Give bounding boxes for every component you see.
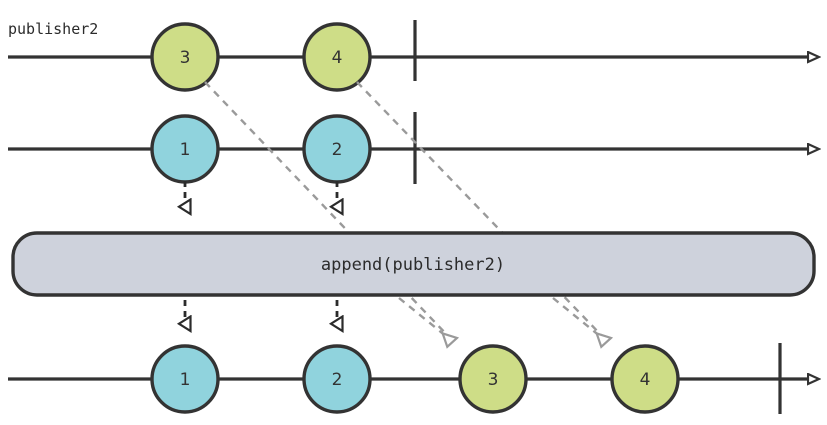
stream-label-publisher2: publisher2 (8, 20, 98, 38)
marble-value: 1 (180, 140, 191, 160)
timeline-result-stream: 1 2 3 4 (8, 343, 808, 414)
operator-box[interactable]: append(publisher2) (11, 231, 816, 297)
gray-connector-arrowhead-4 (552, 297, 606, 341)
marble-value: 1 (180, 370, 191, 390)
marble[interactable]: 1 (150, 344, 220, 414)
marble[interactable]: 3 (150, 22, 220, 92)
marble-circle[interactable] (150, 344, 220, 414)
marble[interactable]: 4 (610, 344, 680, 414)
marble[interactable]: 2 (302, 114, 372, 184)
marble-value: 4 (640, 370, 651, 390)
marble-circle[interactable] (150, 22, 220, 92)
marble-value: 2 (332, 140, 343, 160)
operator-label: append(publisher2) (321, 255, 505, 275)
marble-value: 2 (332, 370, 343, 390)
marble[interactable]: 4 (302, 22, 372, 92)
timeline-publisher2-stream: publisher2 3 4 (8, 20, 808, 92)
operator-box-shape[interactable] (11, 231, 816, 297)
marble-circle[interactable] (610, 344, 680, 414)
marble[interactable]: 3 (458, 344, 528, 414)
marble[interactable]: 1 (150, 114, 220, 184)
timeline-publisher1-stream: 1 2 (8, 112, 808, 184)
marble-value: 3 (180, 48, 191, 68)
marble-circle[interactable] (302, 22, 372, 92)
marble[interactable]: 2 (302, 344, 372, 414)
gray-connector-arrowhead-3 (398, 297, 452, 341)
marble-value: 3 (488, 370, 499, 390)
marble-circle[interactable] (458, 344, 528, 414)
gray-connector-marble-4 (356, 81, 605, 339)
marble-value: 4 (332, 48, 343, 68)
marble-circle[interactable] (302, 344, 372, 414)
